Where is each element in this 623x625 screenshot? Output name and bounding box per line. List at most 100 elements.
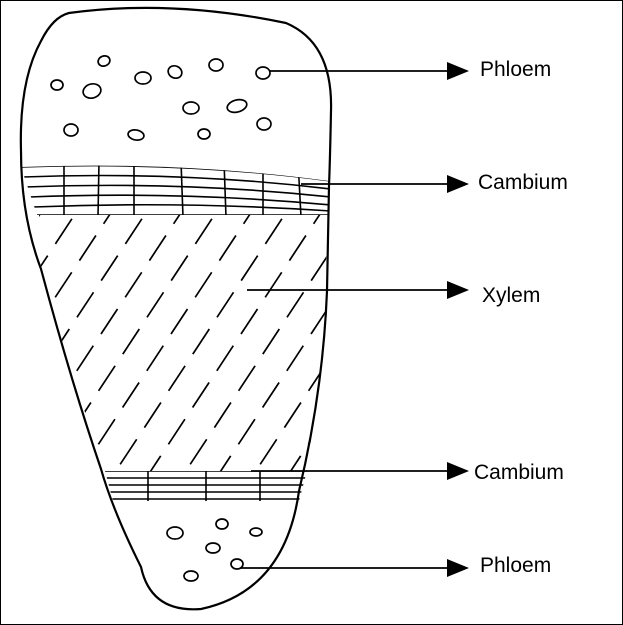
phloem-top-cells (50, 55, 272, 141)
xylem-hatch-dash (594, 199, 611, 224)
xylem-hatch-dash (499, 236, 516, 261)
xylem-hatch-dash (54, 218, 73, 245)
xylem-hatch-dash (97, 418, 116, 445)
xylem-hatch-dash (567, 292, 584, 317)
xylem-hatch-dash (128, 162, 145, 187)
label-cambium-top: Cambium (478, 171, 568, 194)
xylem-hatch-dash (379, 366, 396, 391)
xylem-hatch-dash (213, 455, 232, 471)
xylem-hatch-dash (194, 271, 213, 298)
label-cambium-bottom: Cambium (474, 461, 564, 484)
xylem-hatch-dash (448, 419, 465, 444)
xylem-hatch-dash (122, 328, 141, 355)
arrowhead-phloem-top (447, 62, 469, 80)
xylem-hatch-dash (405, 272, 422, 297)
xylem-hatch-dash (124, 218, 143, 245)
xylem-hatch-dash (475, 219, 492, 244)
xylem-hatch-dash (378, 419, 395, 444)
xylem-hatch-dash (146, 291, 165, 318)
xylem-hatch-dash (494, 403, 511, 428)
xylem-hatch-dash (216, 291, 235, 318)
xylem-hatch-dash (39, 255, 49, 282)
xylem-hatch-dash (312, 215, 327, 225)
xylem-hatch-dash (242, 215, 261, 225)
xylem-hatch-dash (310, 255, 327, 282)
xylem-hatch-dash (519, 366, 536, 391)
xylem-hatch-dash (564, 403, 581, 428)
xylem-hatch-dash (237, 418, 256, 445)
xylem-hatch-dash (424, 403, 441, 428)
xylem-hatch-dash (403, 329, 420, 354)
xylem-hatch-dash (567, 346, 584, 371)
xylem-hatch-dash (524, 199, 541, 224)
xylem-hatch-dash (591, 256, 608, 281)
xylem-hatch-dash (143, 402, 162, 429)
xylem-hatch-dash (569, 236, 586, 261)
xylem-hatch-dash (615, 272, 622, 297)
xylem-hatch-dash (7, 346, 24, 371)
xylem-hatch-dash (39, 418, 46, 445)
xylem-hatch-dash (286, 291, 305, 318)
xylem-hatch-dash (451, 309, 468, 334)
xylem-hatch-dash (288, 235, 307, 262)
xylem-hatch-dash (167, 418, 186, 445)
xylem-hatch-dash (618, 162, 622, 187)
xylem-hatch-dash (51, 382, 70, 408)
cambium-top-band (21, 165, 329, 215)
xylem-hatch-dash (286, 345, 305, 372)
xylem-hatch-dash (213, 402, 232, 429)
xylem-hatch-dash (283, 402, 302, 429)
xylem-hatch-dash (451, 256, 468, 281)
xylem-hatch-dash (237, 365, 256, 392)
xylem-hatch-dash (39, 215, 51, 225)
xylem-hatch-dash (100, 255, 119, 282)
xylem-hatch-dash (473, 329, 490, 354)
xylem-hatch-dash (189, 438, 208, 465)
xylem-hatch-dash (172, 215, 191, 225)
xylem-hatch-dash (359, 236, 376, 261)
xylem-hatch-dash (589, 366, 606, 391)
xylem-hatch-dash (262, 328, 281, 355)
arrowhead-xylem (447, 281, 469, 299)
label-xylem: Xylem (482, 284, 541, 307)
xylem-hatch-dash (543, 383, 560, 408)
xylem-hatch-dash (335, 272, 352, 297)
xylem-hatch-dash (310, 308, 327, 335)
xylem-hatch-dash (194, 218, 213, 245)
xylem-hatch-dash (405, 219, 422, 244)
xylem-hatch-dash (384, 199, 401, 224)
xylem-hatch-dash (191, 382, 210, 408)
xylem-hatch-dash (381, 309, 398, 334)
xylem-hatch-dash (216, 345, 235, 372)
xylem-hatch-dash (521, 309, 538, 334)
xylem-hatch-dash (283, 455, 302, 471)
xylem-hatch-dash (9, 236, 26, 261)
arrowhead-phloem-bottom (447, 559, 469, 577)
xylem-hatch-dash (240, 308, 259, 335)
xylem-hatch-dash (146, 345, 165, 372)
xylem-hatch-dash (545, 272, 562, 297)
xylem-hatch-dash (615, 219, 622, 244)
xylem-hatch-dash (100, 308, 119, 335)
xylem-hatch-dash (473, 383, 490, 408)
xylem-hatch-dash (381, 256, 398, 281)
xylem-hatch-dash (307, 365, 326, 392)
xylem-hatch-dash (588, 419, 605, 444)
xylem-hatch-dash (54, 271, 73, 298)
xylem-hatch-dash (354, 456, 371, 481)
xylem-hatch-dash (73, 455, 92, 471)
xylem-hatch-dash (521, 256, 538, 281)
xylem-hatch-dash (170, 308, 189, 335)
xylem-hatch-dash (497, 346, 514, 371)
xylem-hatch-dash (543, 329, 560, 354)
xylem-hatch-dash (454, 199, 471, 224)
xylem-hatch-dash (360, 182, 377, 207)
xylem-hatch-dash (167, 365, 186, 392)
xylem-hatch-dash (76, 291, 95, 318)
xylem-hatch-dash (76, 345, 95, 372)
xylem-hatch-dash (264, 218, 283, 245)
xylem-hatch-dash (357, 346, 374, 371)
cambium-bottom-band (105, 471, 307, 501)
xylem-hatch-dash (261, 382, 280, 408)
